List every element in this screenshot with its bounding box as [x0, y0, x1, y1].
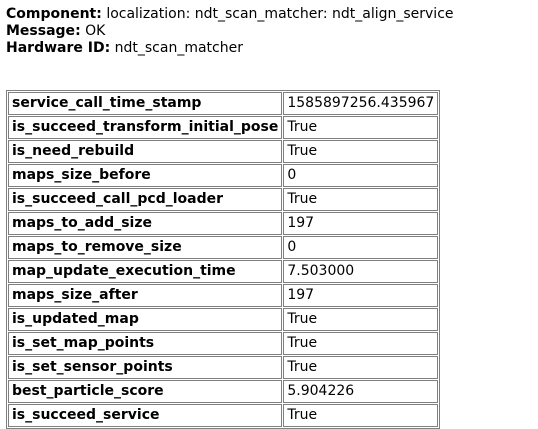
row-key: maps_size_after [8, 284, 283, 307]
component-row: Component: localization: ndt_scan_matche… [6, 6, 454, 23]
row-key: best_particle_score [8, 380, 283, 403]
row-key: is_set_sensor_points [8, 356, 283, 379]
diagnostic-header: Component: localization: ndt_scan_matche… [6, 6, 454, 57]
table-row: maps_to_add_size 197 [8, 212, 439, 235]
table-row: service_call_time_stamp 1585897256.43596… [8, 92, 439, 115]
diagnostic-table: service_call_time_stamp 1585897256.43596… [6, 90, 441, 429]
message-value: OK [85, 23, 106, 39]
hardware-id-value: ndt_scan_matcher [114, 40, 243, 56]
row-value: 1585897256.435967 [283, 92, 439, 115]
row-value: True [283, 188, 439, 211]
row-value: 7.503000 [283, 260, 439, 283]
table-row: is_succeed_transform_initial_pose True [8, 116, 439, 139]
component-value: localization: ndt_scan_matcher: ndt_alig… [106, 6, 454, 22]
table-row: is_succeed_call_pcd_loader True [8, 188, 439, 211]
row-key: is_updated_map [8, 308, 283, 331]
message-label: Message: [6, 23, 81, 39]
row-value: 197 [283, 284, 439, 307]
table-row: is_set_map_points True [8, 332, 439, 355]
row-key: is_succeed_service [8, 404, 283, 427]
row-value: True [283, 356, 439, 379]
row-value: 0 [283, 236, 439, 259]
row-value: True [283, 116, 439, 139]
table-row: is_set_sensor_points True [8, 356, 439, 379]
row-key: maps_to_remove_size [8, 236, 283, 259]
table-row: maps_to_remove_size 0 [8, 236, 439, 259]
row-key: is_need_rebuild [8, 140, 283, 163]
row-key: is_set_map_points [8, 332, 283, 355]
table-row: is_updated_map True [8, 308, 439, 331]
row-key: maps_to_add_size [8, 212, 283, 235]
row-key: is_succeed_transform_initial_pose [8, 116, 283, 139]
table-row: is_need_rebuild True [8, 140, 439, 163]
row-value: 197 [283, 212, 439, 235]
row-key: service_call_time_stamp [8, 92, 283, 115]
row-value: True [283, 332, 439, 355]
table-row: maps_size_before 0 [8, 164, 439, 187]
row-value: True [283, 308, 439, 331]
row-key: map_update_execution_time [8, 260, 283, 283]
table-row: best_particle_score 5.904226 [8, 380, 439, 403]
hardware-id-row: Hardware ID: ndt_scan_matcher [6, 40, 454, 57]
row-key: is_succeed_call_pcd_loader [8, 188, 283, 211]
row-value: 5.904226 [283, 380, 439, 403]
table-row: map_update_execution_time 7.503000 [8, 260, 439, 283]
message-row: Message: OK [6, 23, 454, 40]
row-key: maps_size_before [8, 164, 283, 187]
row-value: True [283, 140, 439, 163]
hardware-id-label: Hardware ID: [6, 40, 111, 56]
row-value: True [283, 404, 439, 427]
row-value: 0 [283, 164, 439, 187]
component-label: Component: [6, 6, 102, 22]
table-row: is_succeed_service True [8, 404, 439, 427]
table-row: maps_size_after 197 [8, 284, 439, 307]
diagnostic-table-container: service_call_time_stamp 1585897256.43596… [6, 90, 441, 429]
